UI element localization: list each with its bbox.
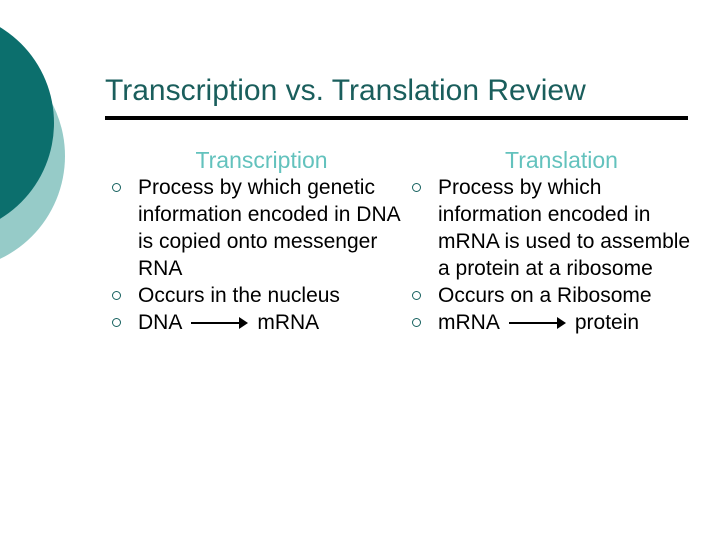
right-arrow-icon	[508, 316, 566, 330]
arrow-source-label: DNA	[138, 311, 183, 334]
list-item: Process by which genetic information enc…	[105, 174, 400, 282]
list-item: Process by which information encoded in …	[405, 174, 700, 282]
bullet-list-translation: Process by which information encoded in …	[405, 174, 700, 336]
list-item-arrow-row: DNA mRNA	[138, 309, 400, 336]
circle-bullet-icon	[112, 291, 121, 300]
title-block: Transcription vs. Translation Review	[105, 72, 689, 110]
circle-bullet-icon	[412, 183, 421, 192]
comparison-columns: Transcription Process by which genetic i…	[0, 146, 720, 336]
list-item-text: Occurs in the nucleus	[138, 284, 340, 307]
circle-bullet-icon	[112, 183, 121, 192]
list-item-arrow-row: mRNA protein	[438, 309, 700, 336]
title-divider-rule	[105, 116, 688, 120]
right-arrow-icon	[191, 316, 249, 330]
list-item: Occurs in the nucleus	[105, 282, 400, 309]
circle-bullet-icon	[412, 291, 421, 300]
list-item-text: Occurs on a Ribosome	[438, 284, 652, 307]
arrow-target-label: protein	[574, 311, 640, 334]
column-header-translation: Translation	[505, 147, 618, 173]
list-item: DNA mRNA	[105, 309, 400, 336]
bullet-list-transcription: Process by which genetic information enc…	[105, 174, 400, 336]
column-transcription: Transcription Process by which genetic i…	[105, 146, 400, 336]
column-translation: Translation Process by which information…	[405, 146, 700, 336]
page-title: Transcription vs. Translation Review	[105, 74, 586, 107]
circle-bullet-icon	[412, 318, 421, 327]
column-header-transcription: Transcription	[195, 147, 328, 173]
list-item: mRNA protein	[405, 309, 700, 336]
list-item: Occurs on a Ribosome	[405, 282, 700, 309]
list-item-text: Process by which genetic information enc…	[138, 176, 400, 280]
arrow-target-label: mRNA	[257, 311, 320, 334]
list-item-text: Process by which information encoded in …	[438, 176, 691, 280]
circle-bullet-icon	[112, 318, 121, 327]
arrow-source-label: mRNA	[438, 311, 500, 334]
